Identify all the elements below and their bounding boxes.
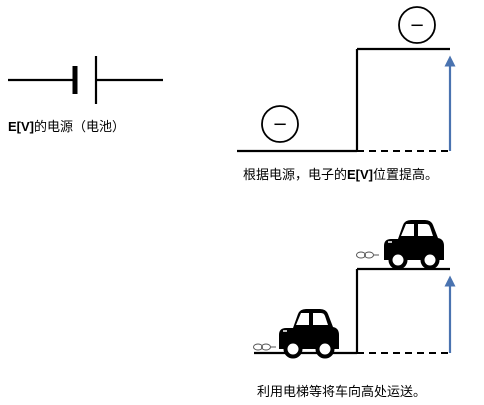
car-icon (382, 218, 446, 270)
electron-icon (398, 6, 436, 44)
lower-caption: 利用电梯等将车向高处运送。 (257, 385, 427, 400)
exhaust-icon (253, 343, 277, 351)
car-icon (277, 307, 341, 359)
battery-symbol (8, 56, 163, 104)
upper-caption: 根据电源，电子的E[V]位置提高。 (243, 167, 439, 183)
exhaust-icon (356, 251, 380, 259)
car-step-diagram (253, 218, 456, 359)
battery-label: E[V]的电源（电池） (8, 119, 126, 135)
electron-icon (261, 105, 299, 143)
electron-step-diagram: − − (237, 6, 456, 153)
electron-symbol: − (409, 15, 424, 36)
electron-symbol: − (272, 114, 287, 135)
